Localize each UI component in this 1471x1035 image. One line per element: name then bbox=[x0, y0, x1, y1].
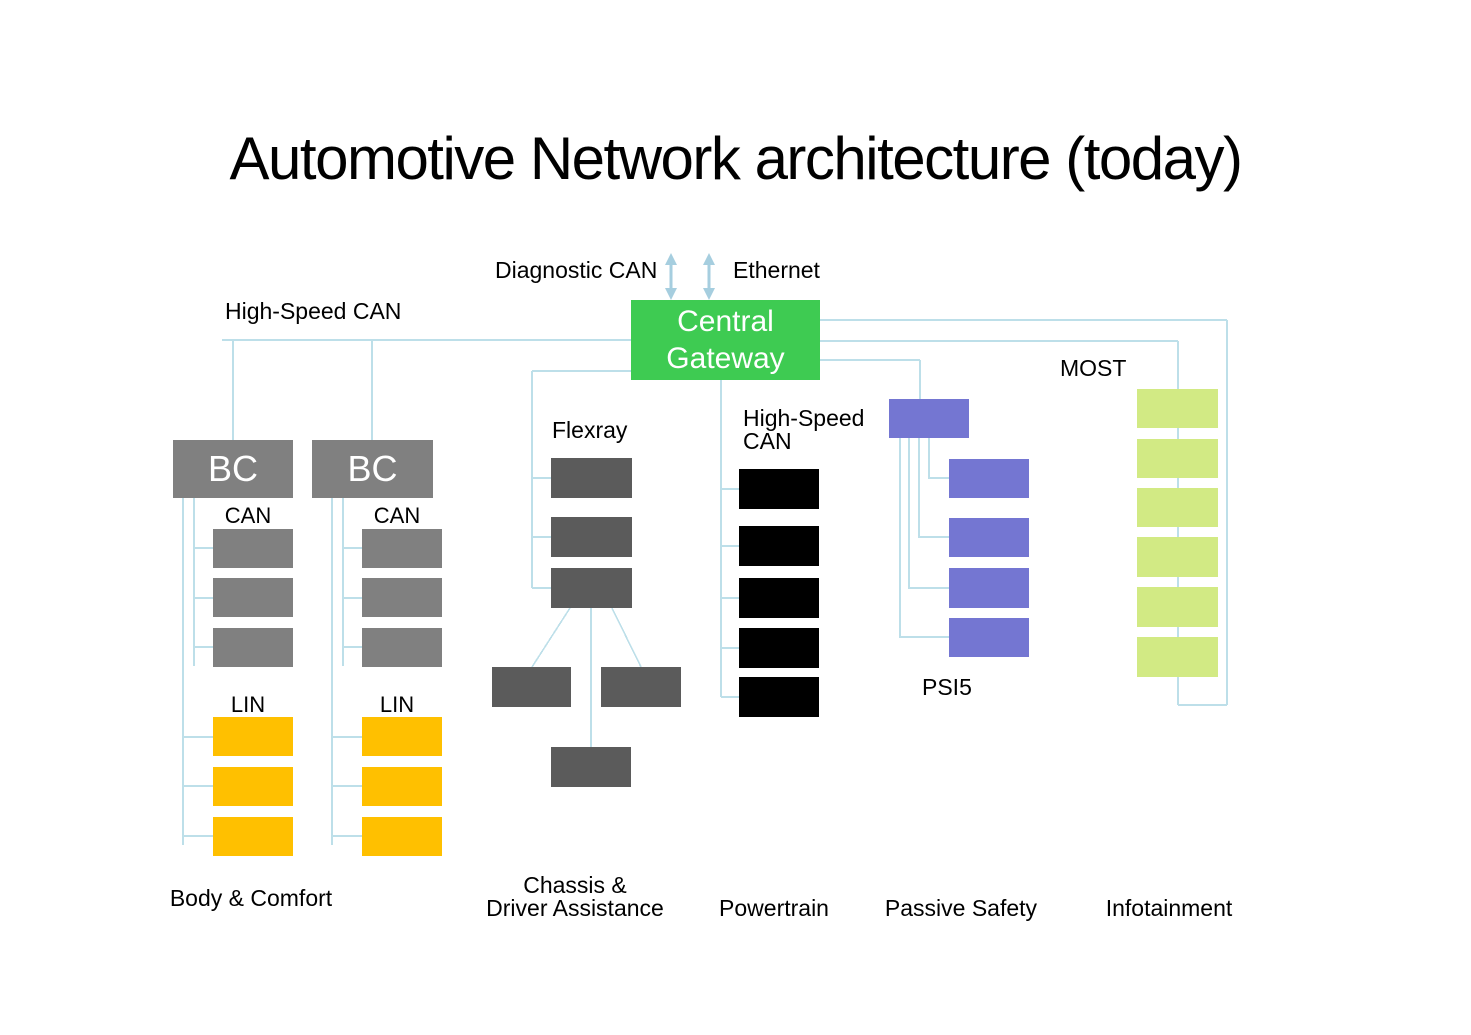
infotainment-ecu-box bbox=[1137, 637, 1218, 677]
bus-line-body-col2 bbox=[331, 498, 362, 845]
domain-label-infotainment: Infotainment bbox=[1105, 895, 1233, 921]
label-line: CAN bbox=[743, 428, 792, 454]
passive-safety-hub-box bbox=[889, 399, 969, 438]
powertrain-ecu-box bbox=[739, 578, 819, 618]
gateway-label-line2: Gateway bbox=[666, 342, 785, 375]
infotainment-ecu-box bbox=[1137, 587, 1218, 627]
body-lin-ecu-box bbox=[213, 817, 293, 856]
infotainment-ecu-box bbox=[1137, 537, 1218, 577]
domain-label-powertrain: Powertrain bbox=[719, 895, 829, 921]
psi5-label: PSI5 bbox=[922, 674, 972, 700]
body-can-ecu-box bbox=[362, 578, 442, 617]
body-lin-ecu-box bbox=[362, 767, 442, 806]
lin-bus-label: LIN bbox=[379, 692, 415, 717]
domain-label-body-comfort: Body & Comfort bbox=[169, 885, 333, 911]
passive-safety-ecu-box bbox=[949, 618, 1029, 657]
infotainment-ecu-box bbox=[1137, 439, 1218, 478]
powertrain-ecu-box bbox=[739, 628, 819, 668]
body-lin-ecu-box bbox=[362, 817, 442, 856]
bus-line-powertrain bbox=[720, 380, 739, 698]
bus-line-highspeed-can-left bbox=[222, 339, 631, 440]
diagnostic-can-label: Diagnostic CAN bbox=[495, 257, 658, 283]
gateway-label-line1: Central bbox=[677, 305, 774, 338]
bus-line-most-ring bbox=[820, 319, 1228, 706]
body-can-ecu-box bbox=[213, 578, 293, 617]
passive-safety-ecu-box bbox=[949, 459, 1029, 498]
updown-arrow-icon bbox=[665, 253, 677, 300]
label-line: Driver Assistance bbox=[486, 895, 664, 921]
body-lin-ecu-box bbox=[213, 767, 293, 806]
high-speed-can-left-label: High-Speed CAN bbox=[225, 298, 402, 324]
passive-safety-ecu-box bbox=[949, 568, 1029, 608]
bus-line-body-col1 bbox=[182, 498, 213, 845]
chassis-ecu-box bbox=[551, 747, 631, 787]
chassis-ecu-box bbox=[492, 667, 571, 707]
lin-bus-label: LIN bbox=[230, 692, 266, 717]
bc-label: BC bbox=[207, 448, 258, 489]
body-can-ecu-box bbox=[362, 529, 442, 568]
chassis-ecu-box bbox=[551, 458, 632, 498]
infotainment-ecu-box bbox=[1137, 488, 1218, 527]
most-label: MOST bbox=[1060, 355, 1127, 381]
chassis-ecu-box bbox=[601, 667, 681, 707]
label-line: High-Speed bbox=[743, 405, 865, 431]
body-controller-box: BC bbox=[312, 440, 433, 498]
central-gateway-box: Central Gateway bbox=[631, 300, 820, 380]
body-lin-ecu-box bbox=[213, 717, 293, 756]
bc-label: BC bbox=[347, 448, 398, 489]
bus-line-passive-safety bbox=[820, 359, 949, 638]
can-bus-label: CAN bbox=[373, 503, 421, 528]
passive-safety-ecu-box bbox=[949, 518, 1029, 557]
chassis-ecu-box bbox=[551, 517, 632, 557]
body-lin-ecu-box bbox=[362, 717, 442, 756]
body-can-ecu-box bbox=[362, 628, 442, 667]
powertrain-ecu-box bbox=[739, 469, 819, 509]
can-bus-label: CAN bbox=[224, 503, 272, 528]
flexray-label: Flexray bbox=[552, 417, 628, 443]
domain-label-passive-safety: Passive Safety bbox=[884, 895, 1038, 921]
body-can-ecu-box bbox=[213, 628, 293, 667]
high-speed-can-powertrain-label: High-Speed CAN bbox=[743, 407, 864, 453]
body-can-ecu-box bbox=[213, 529, 293, 568]
ethernet-label: Ethernet bbox=[733, 257, 820, 283]
chassis-ecu-box bbox=[551, 568, 632, 608]
powertrain-ecu-box bbox=[739, 526, 819, 566]
infotainment-ecu-box bbox=[1137, 389, 1218, 428]
updown-arrow-icon bbox=[703, 253, 715, 300]
label-line: Chassis & bbox=[523, 872, 627, 898]
body-controller-box: BC bbox=[173, 440, 293, 498]
powertrain-ecu-box bbox=[739, 677, 819, 717]
page-title: Automotive Network architecture (today) bbox=[229, 125, 1243, 192]
bus-line-flexray bbox=[531, 370, 642, 747]
domain-label-chassis: Chassis & Driver Assistance bbox=[465, 874, 685, 920]
